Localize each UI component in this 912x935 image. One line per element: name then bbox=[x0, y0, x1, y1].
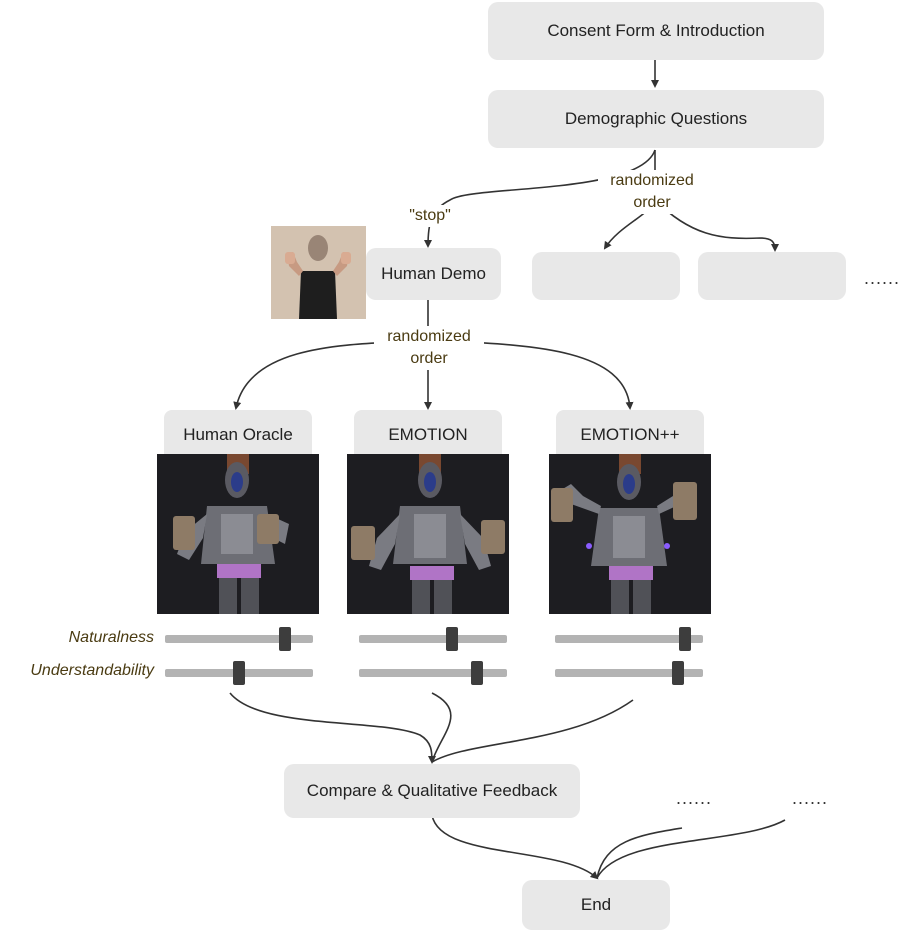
more-branches-ellipsis: ...... bbox=[864, 268, 901, 288]
end-step-box: End bbox=[522, 880, 670, 930]
human-demo-step-box: Human Demo bbox=[366, 248, 501, 300]
robot-photo-emotion bbox=[347, 454, 509, 614]
condition-label-human-oracle: Human Oracle bbox=[183, 425, 293, 444]
slider-understandability-emotion[interactable] bbox=[359, 661, 507, 685]
slider-naturalness-human-oracle[interactable] bbox=[165, 627, 313, 651]
arrow-compare-to-end bbox=[431, 814, 599, 880]
randomized-order-label-mid: randomized order bbox=[374, 326, 484, 370]
more-comparisons-ellipsis-1: ...... bbox=[676, 788, 713, 808]
more-comparisons-ellipsis-2: ...... bbox=[792, 788, 829, 808]
consent-step-box: Consent Form & Introduction bbox=[488, 2, 824, 60]
condition-box-human-oracle: Human Oracle bbox=[164, 410, 312, 460]
human-demo-photo bbox=[271, 226, 366, 319]
stop-command-label: "stop" bbox=[400, 205, 460, 227]
condition-box-emotion: EMOTION bbox=[354, 410, 502, 460]
slider-knob[interactable] bbox=[446, 627, 458, 651]
robot-photo-human-oracle bbox=[157, 454, 319, 614]
condition-box-emotion-pp: EMOTION++ bbox=[556, 410, 704, 460]
compare-step-box: Compare & Qualitative Feedback bbox=[284, 764, 580, 818]
human-demo-step-label: Human Demo bbox=[381, 264, 486, 283]
slider-understandability-human-oracle[interactable] bbox=[165, 661, 313, 685]
branch-placeholder-box-1 bbox=[532, 252, 680, 300]
condition-label-emotion: EMOTION bbox=[388, 425, 468, 444]
robot-photo-emotion-pp bbox=[549, 454, 711, 614]
arrow-dots2-to-end bbox=[596, 819, 786, 879]
end-step-label: End bbox=[580, 895, 612, 914]
slider-knob[interactable] bbox=[233, 661, 245, 685]
branch-placeholder-box-2 bbox=[698, 252, 846, 300]
rating-label-understandability: Understandability bbox=[30, 662, 154, 679]
compare-step-label: Compare & Qualitative Feedback bbox=[306, 781, 558, 800]
slider-naturalness-emotion-pp[interactable] bbox=[555, 627, 703, 651]
rating-label-naturalness: Naturalness bbox=[68, 629, 154, 646]
consent-step-label: Consent Form & Introduction bbox=[547, 21, 765, 40]
randomized-order-label-top: randomized order bbox=[598, 170, 706, 214]
arrow-dots1-to-end bbox=[596, 827, 683, 879]
slider-understandability-emotion-pp[interactable] bbox=[555, 661, 703, 685]
demographic-step-label: Demographic Questions bbox=[564, 109, 748, 128]
arrow-demographic-to-branch-3 bbox=[654, 199, 779, 252]
slider-knob[interactable] bbox=[279, 627, 291, 651]
arrow-emotion-pp-to-compare bbox=[431, 699, 634, 763]
demographic-step-box: Demographic Questions bbox=[488, 90, 824, 148]
arrow-emotion-to-compare bbox=[431, 692, 452, 763]
slider-knob[interactable] bbox=[679, 627, 691, 651]
slider-knob[interactable] bbox=[471, 661, 483, 685]
arrow-oracle-to-compare bbox=[229, 692, 436, 764]
slider-naturalness-emotion[interactable] bbox=[359, 627, 507, 651]
condition-label-emotion-pp: EMOTION++ bbox=[580, 425, 680, 444]
slider-knob[interactable] bbox=[672, 661, 684, 685]
